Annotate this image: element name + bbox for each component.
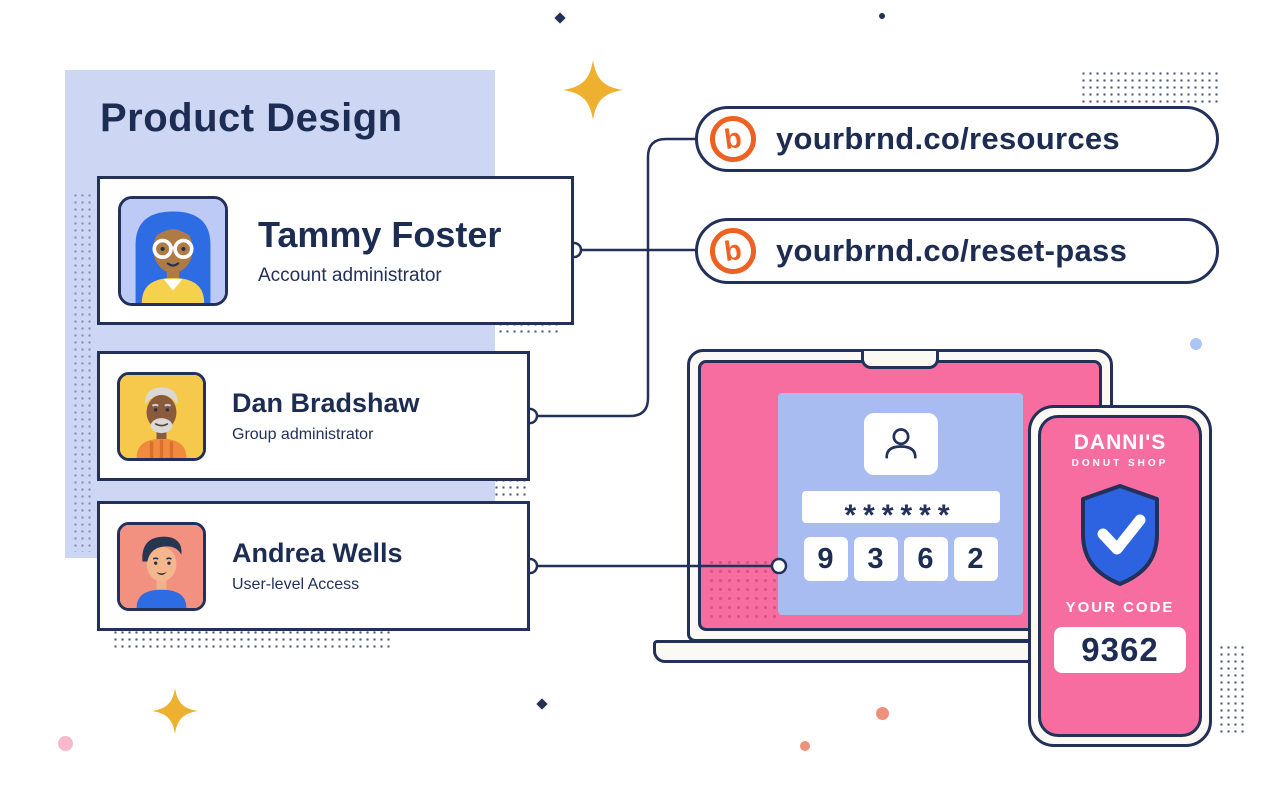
decor-diamond — [554, 12, 566, 24]
decor-dot — [876, 707, 889, 720]
user-avatar-placeholder — [863, 413, 938, 475]
member-card-tammy: Tammy Foster Account administrator — [97, 176, 574, 325]
decor-dot — [1190, 338, 1202, 350]
sparkle-star-icon — [563, 60, 623, 120]
login-panel: ****** 9 3 6 2 — [778, 393, 1023, 615]
member-role: Account administrator — [258, 265, 442, 286]
avatar-tammy — [118, 195, 228, 306]
member-role: User-level Access — [232, 576, 360, 593]
code-digit[interactable]: 9 — [803, 537, 848, 581]
password-field[interactable]: ****** — [801, 491, 1000, 523]
avatar-dan — [117, 371, 206, 461]
decor-dot — [800, 741, 810, 751]
shortlink-url: yourbrnd.co/reset-pass — [776, 233, 1128, 268]
sparkle-star-icon — [152, 688, 198, 734]
shield-check-icon — [1073, 482, 1167, 588]
phone-illustration: DANNI'S DONUT SHOP YOUR CODE 9362 — [1028, 405, 1212, 747]
member-name: Dan Bradshaw — [232, 388, 420, 418]
team-panel-title: Product Design — [100, 96, 403, 140]
member-text: Andrea Wells User-level Access — [232, 538, 403, 594]
shortlink-reset-pass[interactable]: b yourbrnd.co/reset-pass — [695, 218, 1219, 284]
shop-name: DANNI'S — [1073, 431, 1167, 454]
code-digit[interactable]: 3 — [853, 537, 898, 581]
member-role: Group administrator — [232, 426, 374, 443]
shortlink-url: yourbrnd.co/resources — [776, 121, 1120, 156]
shop-name-subtitle: DONUT SHOP — [1071, 458, 1169, 469]
member-name: Tammy Foster — [258, 214, 502, 255]
password-mask: ****** — [844, 499, 957, 523]
member-card-dan: Dan Bradshaw Group administrator — [97, 351, 530, 481]
code-digits-row: 9 3 6 2 — [778, 537, 1023, 581]
decor-dot — [879, 13, 885, 19]
halftone-texture — [1218, 644, 1244, 736]
shortlink-resources[interactable]: b yourbrnd.co/resources — [695, 106, 1219, 172]
member-name: Andrea Wells — [232, 538, 403, 568]
member-card-andrea: Andrea Wells User-level Access — [97, 501, 530, 631]
laptop-camera-notch — [861, 351, 939, 369]
bitly-icon: b — [707, 225, 759, 277]
halftone-texture — [1080, 70, 1218, 104]
avatar-andrea — [117, 521, 206, 611]
decor-diamond — [536, 698, 548, 710]
code-digit[interactable]: 6 — [903, 537, 948, 581]
halftone-texture — [72, 192, 92, 552]
bitly-icon: b — [707, 113, 759, 165]
halftone-texture — [707, 558, 777, 620]
user-icon — [881, 425, 921, 464]
phone-screen: DANNI'S DONUT SHOP YOUR CODE 9362 — [1038, 415, 1202, 737]
member-text: Dan Bradshaw Group administrator — [232, 388, 420, 444]
member-text: Tammy Foster Account administrator — [258, 214, 501, 287]
code-label: YOUR CODE — [1065, 599, 1175, 616]
code-digit[interactable]: 2 — [953, 537, 998, 581]
verification-code: 9362 — [1054, 627, 1186, 673]
decor-dot — [58, 736, 73, 751]
